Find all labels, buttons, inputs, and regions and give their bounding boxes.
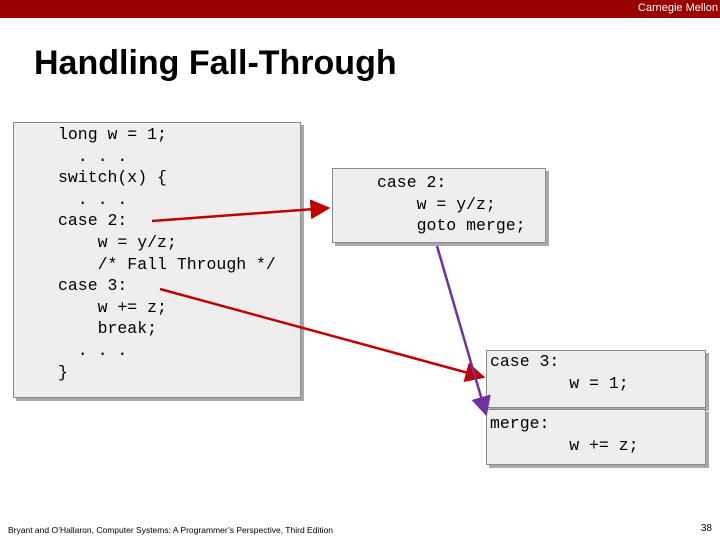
- merge-code-box: merge: w += z;: [486, 409, 706, 465]
- case2-code-box: case 2: w = y/z; goto merge;: [332, 168, 546, 243]
- org-label: Carnegie Mellon: [637, 2, 718, 14]
- arrow-case2-to-case2-block: [151, 199, 331, 223]
- case2-code: case 2: w = y/z; goto merge;: [377, 173, 526, 236]
- case3-code: case 3: w = 1;: [490, 352, 629, 393]
- top-bar: Carnegie Mellon: [0, 0, 720, 18]
- case3-code-box: case 3: w = 1;: [486, 350, 706, 408]
- switch-code: long w = 1; . . . switch(x) { . . . case…: [58, 125, 276, 382]
- arrow-case3-to-case3-block: [159, 287, 486, 383]
- footer-citation: Bryant and O’Hallaron, Computer Systems:…: [8, 525, 334, 535]
- switch-code-box: long w = 1; . . . switch(x) { . . . case…: [13, 122, 301, 398]
- arrow-goto-to-merge: [435, 245, 491, 417]
- page-number: 38: [700, 523, 712, 534]
- slide-title: Handling Fall-Through: [34, 44, 397, 82]
- merge-code: merge: w += z;: [490, 414, 639, 455]
